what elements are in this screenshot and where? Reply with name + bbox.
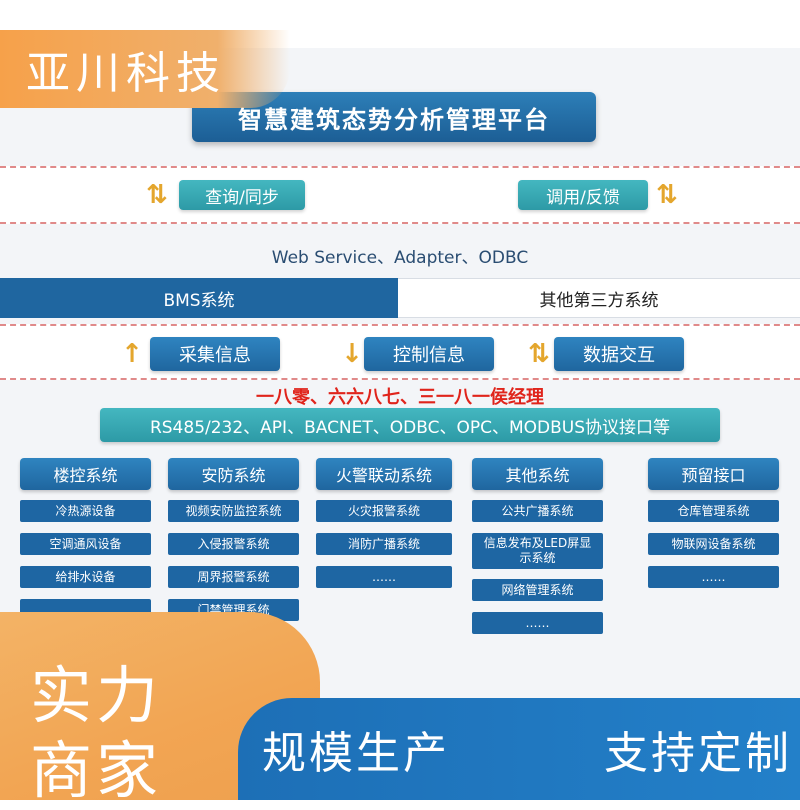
interface-protocol-bar: RS485/232、API、BACNET、ODBC、OPC、MODBUS协议接口… (100, 408, 720, 442)
list-item: 空调通风设备 (20, 533, 151, 555)
slogan-banner (238, 698, 800, 800)
list-item: 周界报警系统 (168, 566, 299, 588)
up-arrow-icon: ↑ (121, 339, 143, 369)
list-item: 视频安防监控系统 (168, 500, 299, 522)
list-item: 公共广播系统 (472, 500, 603, 522)
list-item: …… (472, 612, 603, 634)
list-item: …… (316, 566, 452, 588)
slogan: 规模生产 支持定制 (262, 712, 792, 786)
list-item: 给排水设备 (20, 566, 151, 588)
up-down-arrow-icon: ⇅ (528, 339, 550, 369)
list-item: 网络管理系统 (472, 579, 603, 601)
list-item: 入侵报警系统 (168, 533, 299, 555)
list-item: …… (648, 566, 779, 588)
list-item: 仓库管理系统 (648, 500, 779, 522)
control-info-label: 控制信息 (364, 337, 494, 371)
contact-note: 一八零、六六八七、三一八一侯经理 (256, 387, 544, 408)
call-feedback-label: 调用/反馈 (518, 180, 648, 210)
strength-text: 实力 (30, 659, 163, 732)
protocol-line: Web Service、Adapter、ODBC (271, 247, 529, 268)
up-down-arrow-icon: ⇅ (656, 180, 678, 210)
list-item: 消防广播系统 (316, 533, 452, 555)
collect-info-label: 采集信息 (150, 337, 280, 371)
column-fire-alarm-title: 火警联动系统 (316, 458, 452, 490)
up-down-arrow-icon: ⇅ (146, 180, 168, 210)
slogan-customization: 支持定制 (604, 728, 792, 779)
list-item: 火灾报警系统 (316, 500, 452, 522)
query-sync-label: 查询/同步 (179, 180, 305, 210)
column-building-control-title: 楼控系统 (20, 458, 151, 490)
third-party-system-bar: 其他第三方系统 (398, 278, 800, 318)
column-security-title: 安防系统 (168, 458, 299, 490)
brand-name: 亚川科技 (0, 30, 290, 108)
merchant-text: 商家 (30, 734, 163, 807)
slogan-mass-production: 规模生产 (262, 728, 450, 779)
bms-system-bar: BMS系统 (0, 278, 398, 318)
list-item: 信息发布及LED屏显示系统 (472, 533, 603, 569)
data-exchange-label: 数据交互 (554, 337, 684, 371)
top-exchange-band (0, 166, 800, 224)
column-reserved-interface-title: 预留接口 (648, 458, 779, 490)
list-item: 物联网设备系统 (648, 533, 779, 555)
column-other-systems-title: 其他系统 (472, 458, 603, 490)
list-item: 冷热源设备 (20, 500, 151, 522)
down-arrow-icon: ↓ (341, 339, 363, 369)
